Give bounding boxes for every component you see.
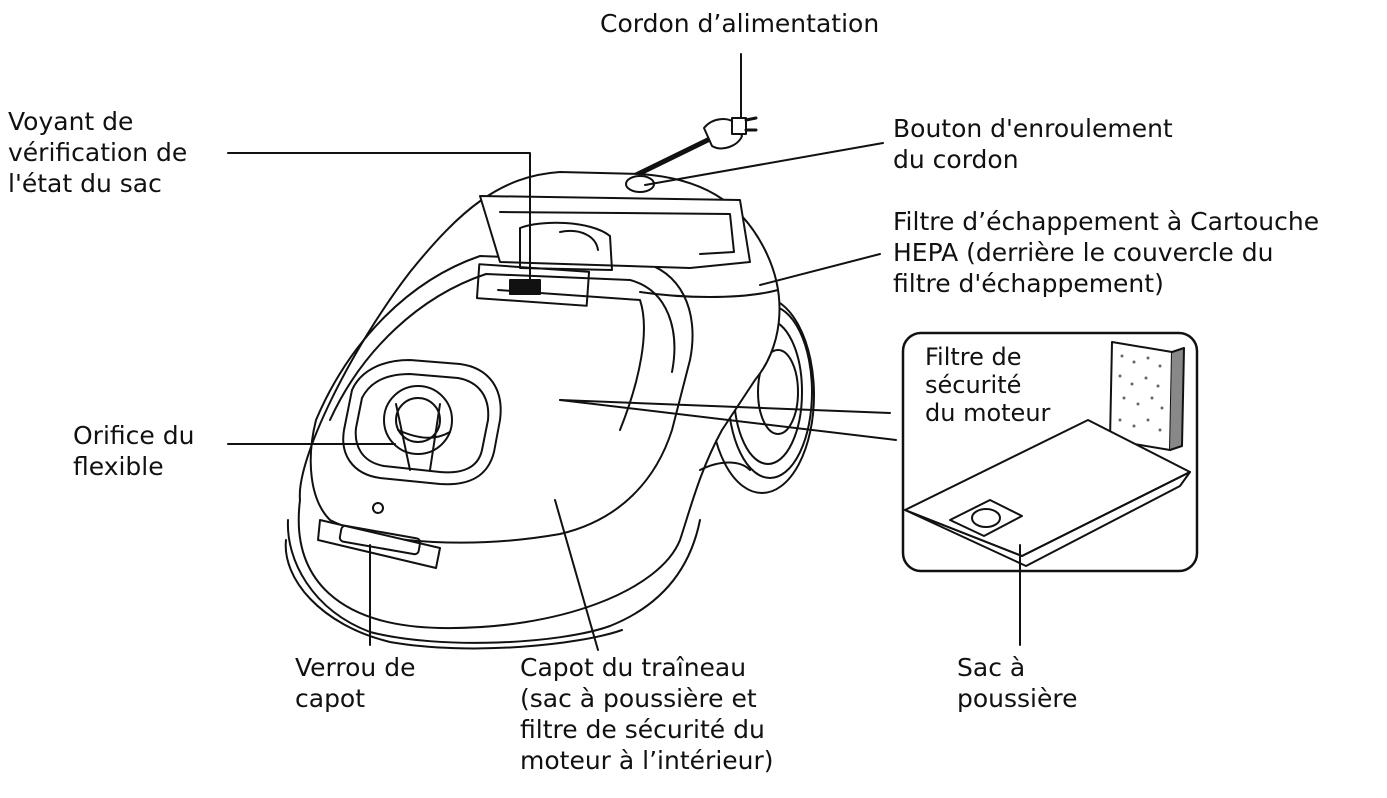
label-hepa-filter: Filtre d’échappement à Cartouche HEPA (d…	[893, 207, 1320, 298]
canister-body	[284, 171, 781, 650]
power-plug-icon	[627, 116, 758, 181]
label-cord-rewind: Bouton d'enroulement du cordon	[893, 114, 1173, 174]
leader-lines	[227, 53, 1021, 651]
label-power-cord: Cordon d’alimentation	[600, 9, 880, 38]
label-dust-bag: Sac à poussière	[957, 653, 1078, 713]
label-canister-hood: Capot du traîneau (sac à poussière et fi…	[520, 653, 774, 775]
label-motor-filter: Filtre de sécurité du moteur	[925, 343, 1051, 427]
label-hood-latch: Verrou de capot	[295, 653, 416, 713]
label-bag-indicator: Voyant de vérification de l'état du sac	[8, 107, 188, 198]
dust-bag-icon	[904, 419, 1191, 567]
motor-filter-icon	[1109, 341, 1185, 451]
label-hose-inlet: Orifice du flexible	[73, 421, 195, 481]
hood-latch	[317, 502, 441, 569]
hose-inlet	[342, 359, 502, 486]
